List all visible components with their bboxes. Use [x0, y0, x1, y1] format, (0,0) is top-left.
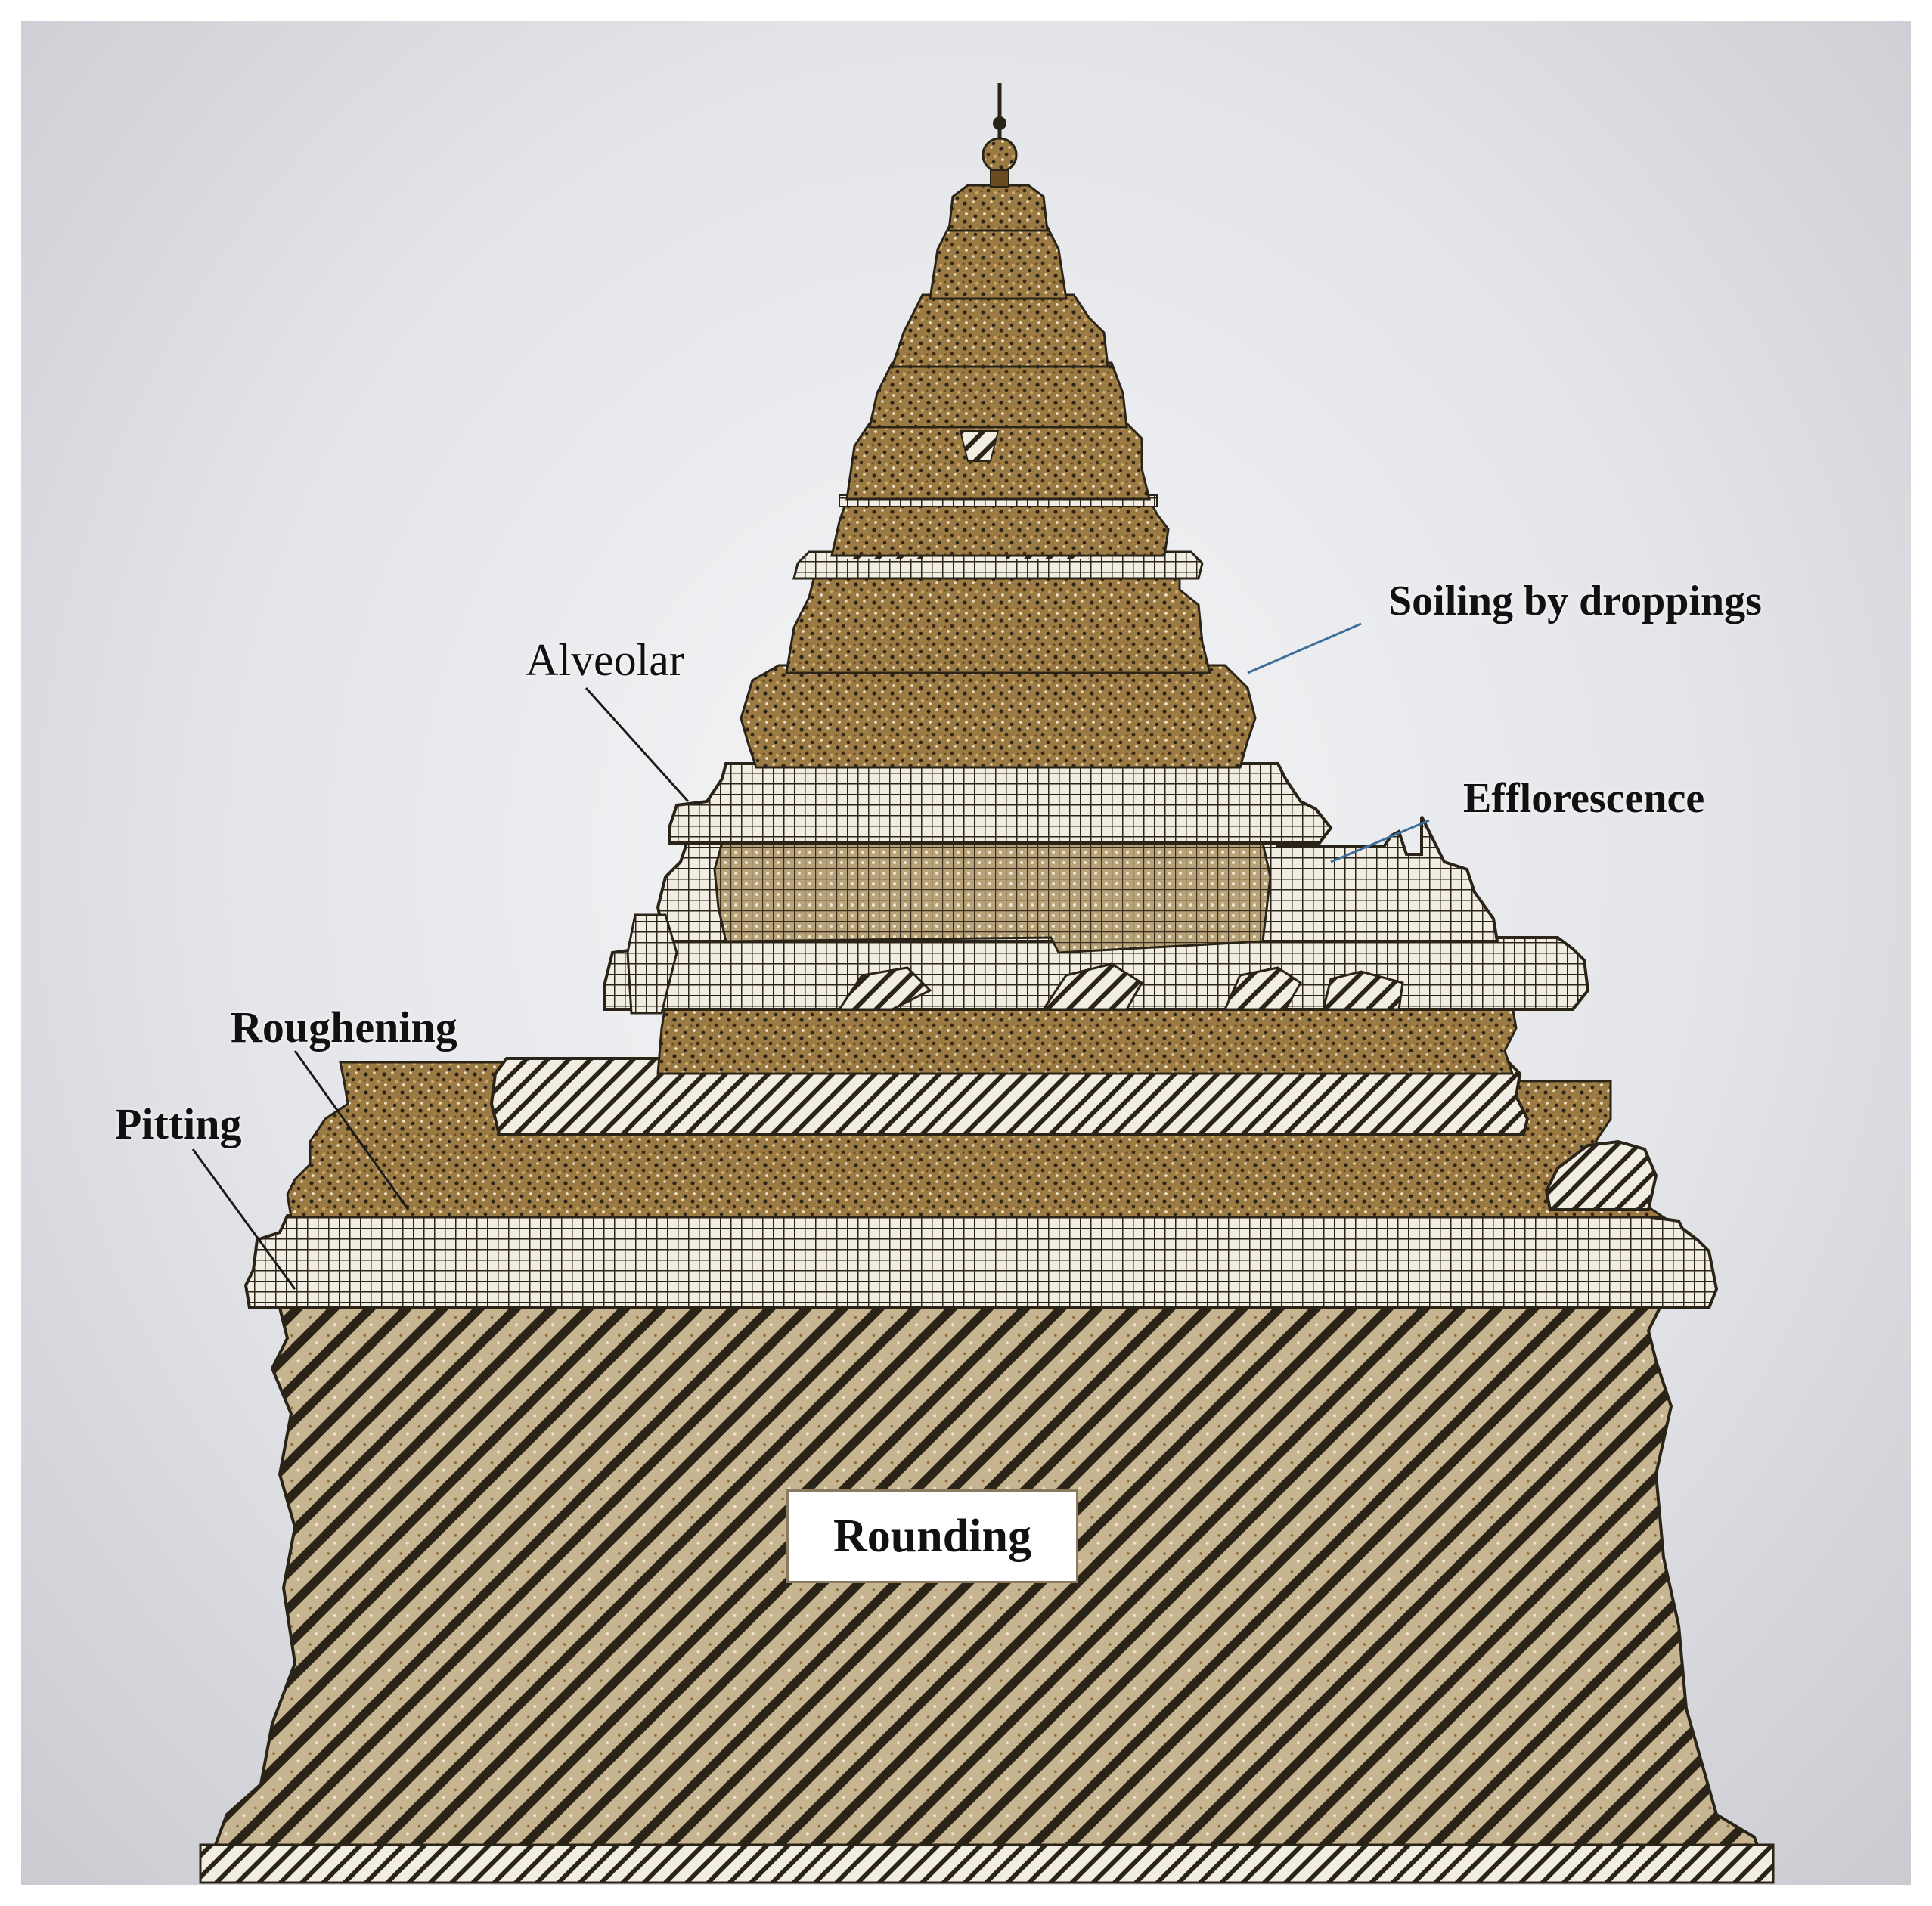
- tower-dome: [947, 184, 1049, 232]
- grid-cornice: [243, 1214, 1719, 1309]
- upper-storey-7: [929, 225, 1068, 300]
- right-ornament: [1544, 1139, 1658, 1211]
- pitting-leader: [191, 1148, 296, 1290]
- label-efflorescence: Efflorescence: [1463, 775, 1705, 822]
- roughening-leader: [293, 1050, 410, 1210]
- label-rounding: Rounding: [786, 1489, 1078, 1583]
- finial-ball: [982, 137, 1018, 173]
- grid-cornice-3: [668, 762, 1333, 845]
- soiling-leader: [1247, 622, 1362, 674]
- lower-storey: [656, 1004, 1518, 1075]
- finial-neck: [990, 169, 1009, 188]
- efflorescence-leader: [1330, 819, 1430, 863]
- upper-storey-6: [890, 293, 1109, 368]
- upper-storey-3: [830, 497, 1170, 557]
- label-alveolar: Alveolar: [526, 635, 684, 685]
- carved-block-row: [489, 1057, 1530, 1136]
- upper-storey-2: [785, 566, 1211, 674]
- alveolar-band: [713, 841, 1272, 954]
- plinth-strip: [199, 1843, 1775, 1884]
- upper-storey-5: [868, 361, 1128, 429]
- upper-storey-4: [845, 422, 1151, 501]
- label-pitting: Pitting: [115, 1099, 242, 1148]
- label-roughening: Roughening: [231, 1003, 457, 1052]
- label-soiling-by-droppings: Soiling by droppings: [1388, 578, 1762, 624]
- alveolar-leader: [585, 686, 690, 803]
- upper-storey-1: [740, 664, 1257, 769]
